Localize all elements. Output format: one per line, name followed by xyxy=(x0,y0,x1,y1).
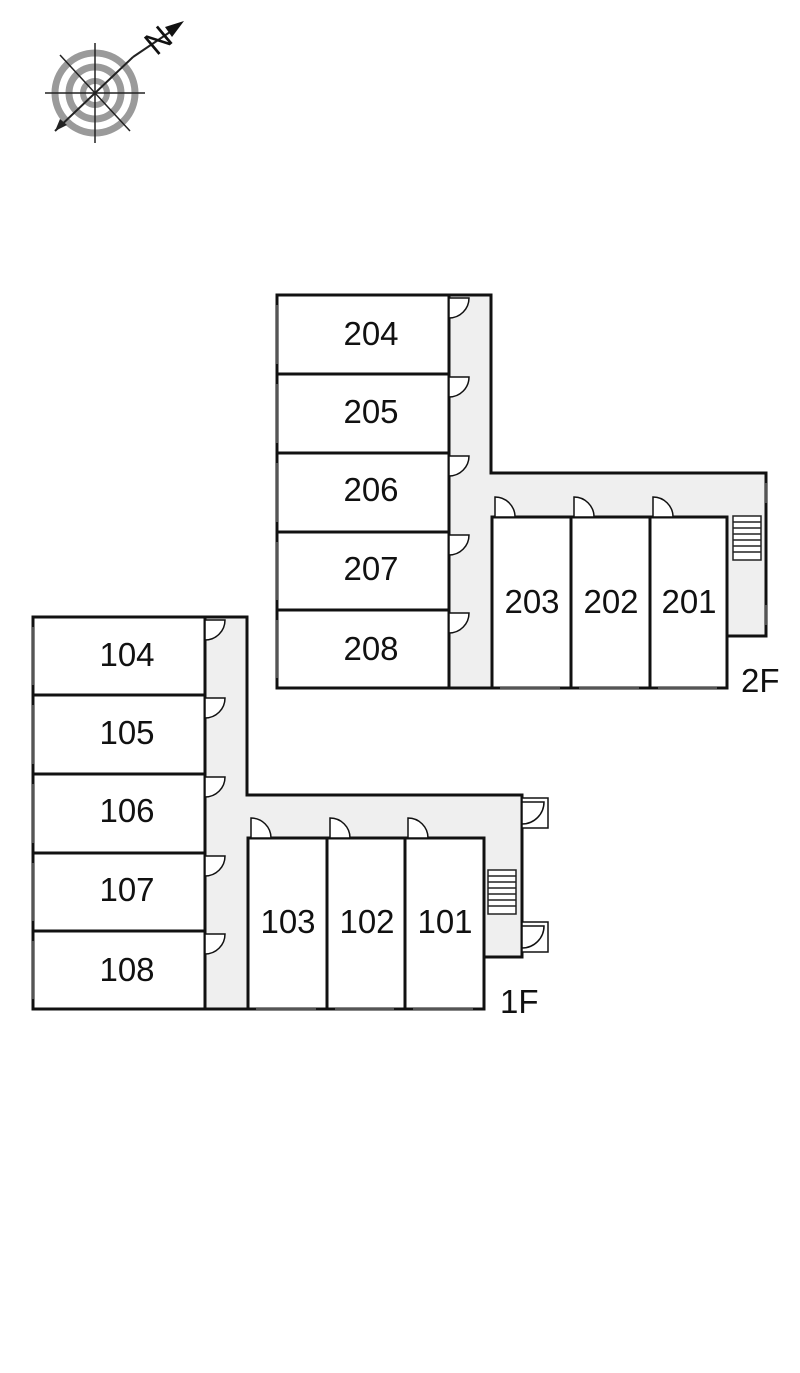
room-label-205: 205 xyxy=(343,393,398,430)
room-label-207: 207 xyxy=(343,550,398,587)
entrance-door-icon xyxy=(521,797,549,953)
room-label-102: 102 xyxy=(339,903,394,940)
room-label-203: 203 xyxy=(504,583,559,620)
door-icon xyxy=(204,619,429,955)
window-icon xyxy=(32,627,473,1010)
floor-2f: 204 205 206 207 208 203 202 201 2F xyxy=(275,293,780,699)
room-108[interactable] xyxy=(31,929,207,1011)
room-201[interactable] xyxy=(648,515,729,690)
floor-label-1f: 1F xyxy=(500,983,539,1020)
room-label-201: 201 xyxy=(661,583,716,620)
compass-icon: N xyxy=(45,18,184,143)
room-label-101: 101 xyxy=(417,903,472,940)
floor-1f: 104 105 106 107 108 103 102 101 1F xyxy=(31,615,549,1020)
room-label-108: 108 xyxy=(99,951,154,988)
window-icon xyxy=(276,305,767,689)
room-208[interactable] xyxy=(275,608,451,690)
room-label-208: 208 xyxy=(343,630,398,667)
room-203[interactable] xyxy=(490,515,573,690)
floor-label-2f: 2F xyxy=(741,662,780,699)
room-label-107: 107 xyxy=(99,871,154,908)
room-label-202: 202 xyxy=(583,583,638,620)
room-label-206: 206 xyxy=(343,471,398,508)
room-label-204: 204 xyxy=(343,315,398,352)
room-label-103: 103 xyxy=(260,903,315,940)
stairs-2f-icon xyxy=(732,515,762,561)
stairs-1f-icon xyxy=(487,869,517,915)
room-107[interactable] xyxy=(31,851,207,933)
room-label-106: 106 xyxy=(99,792,154,829)
door-icon xyxy=(448,297,674,634)
room-label-105: 105 xyxy=(99,714,154,751)
room-label-104: 104 xyxy=(99,636,154,673)
